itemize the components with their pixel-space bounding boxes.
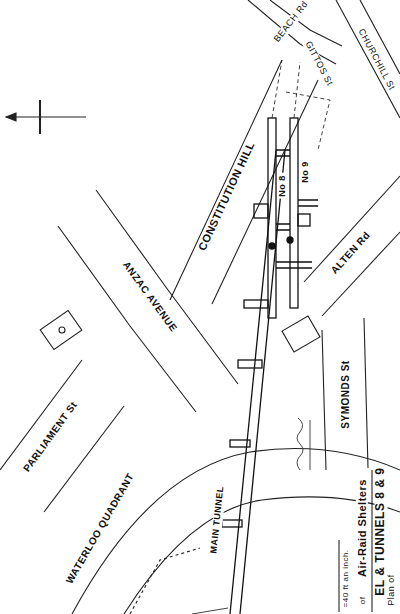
chamber [298,214,310,226]
signature [297,418,310,470]
street-name: CONSTITUTION HILL [195,138,258,254]
title-text: Plan of [387,572,397,608]
tunnel-8 [268,118,276,318]
title-rule [372,470,373,612]
tunnel-number: No 8 [278,173,288,199]
tunnel-wall [230,150,276,614]
tunnel-wall [192,608,228,614]
chamber [254,204,268,218]
entrance [238,360,262,368]
arrow-head [6,113,16,121]
title-text: Air-Raid Shelters [356,477,368,579]
street-name: PARLIAMENT St [20,397,81,475]
tunnel-9 [290,118,298,308]
street-edge [364,318,368,468]
scale-note: =40 ft an inch. [342,547,351,609]
street-name: CHURCHILL St [355,26,398,94]
cross-passage [276,224,290,230]
street-edge [336,0,400,118]
street-edge [58,226,196,412]
entrance [244,300,268,308]
title-rule [339,540,340,612]
side-passage [298,200,318,206]
title-text: of [360,594,369,606]
street-name: WATERLOO QUADRANT [63,469,137,587]
street-name: SYMONDS St [340,358,351,430]
street-edge [248,0,336,64]
shaft [287,237,293,243]
cross-passage [276,262,312,268]
building [40,310,82,349]
survey-line [272,60,300,118]
entrance [222,520,242,527]
cross-passage [276,150,290,156]
north-arrow [6,116,86,117]
tunnel-number: No 9 [301,159,311,185]
boundary [130,548,200,614]
title-text: EL & TUNNELS 8 & 9 [374,466,387,598]
street-name: GITTOS St [301,38,335,89]
street-edge [304,176,400,282]
survey-line [286,92,330,150]
building-mark [59,327,65,333]
building [282,316,320,352]
street-name: ALTEN Rd [327,227,373,276]
tunnel-wall [240,150,285,614]
entrance [230,440,250,447]
street-edge [322,330,326,470]
street-edge [72,449,400,614]
shaft [269,243,275,249]
north-cross [39,100,41,134]
